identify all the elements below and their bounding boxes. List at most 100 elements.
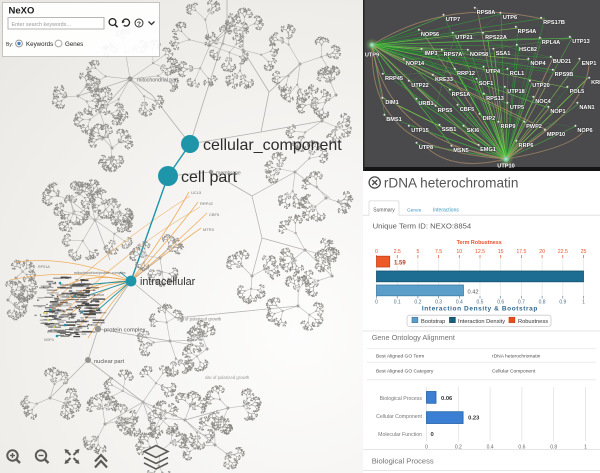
svg-text:RRP45: RRP45: [385, 76, 403, 82]
svg-text:UTP8: UTP8: [419, 145, 433, 151]
svg-text:Molecular Function: Molecular Function: [378, 432, 422, 438]
svg-text:UTP5: UTP5: [510, 105, 524, 111]
svg-text:KRE33: KRE33: [435, 77, 453, 83]
svg-text:0: 0: [375, 300, 378, 306]
svg-text:1.59: 1.59: [394, 261, 406, 267]
svg-text:ribosomal subunit: ribosomal subunit: [60, 283, 91, 287]
svg-text:EMG1: EMG1: [480, 147, 496, 153]
svg-text:RPS7A: RPS7A: [444, 52, 463, 58]
svg-text:UTP22: UTP22: [411, 83, 428, 89]
svg-text:RCL1: RCL1: [510, 71, 525, 77]
svg-text:NOC4: NOC4: [535, 99, 551, 105]
svg-text:site of polarized growth: site of polarized growth: [177, 317, 222, 322]
svg-text:0.4: 0.4: [456, 300, 463, 306]
svg-text:Genes: Genes: [407, 208, 422, 214]
svg-text:2.5: 2.5: [394, 249, 401, 255]
svg-text:SOF1: SOF1: [479, 81, 494, 87]
svg-text:0.06: 0.06: [441, 396, 453, 402]
svg-text:Enter search keywords...: Enter search keywords...: [12, 22, 71, 28]
svg-text:URB1: URB1: [418, 101, 433, 107]
svg-text:10: 10: [456, 249, 462, 255]
svg-text:0.8: 0.8: [550, 445, 557, 451]
svg-text:By:: By:: [6, 42, 13, 48]
svg-text:RRP6: RRP6: [519, 143, 534, 149]
svg-text:0.2: 0.2: [414, 300, 421, 306]
svg-text:UTP21: UTP21: [455, 35, 472, 41]
svg-text:membrane: membrane: [216, 171, 241, 177]
svg-text:Interaction Density & Bootstra: Interaction Density & Bootstrap: [422, 305, 538, 312]
svg-text:BUD21: BUD21: [553, 59, 571, 65]
svg-text:RRP12: RRP12: [457, 71, 475, 77]
svg-text:Interactions: Interactions: [433, 208, 459, 214]
svg-text:UCL5: UCL5: [191, 190, 202, 195]
svg-text:17.5: 17.5: [516, 249, 526, 255]
svg-text:UTP9: UTP9: [365, 53, 379, 59]
svg-text:Best Aligned GO Term: Best Aligned GO Term: [376, 353, 424, 359]
svg-text:NeXO: NeXO: [9, 6, 35, 17]
svg-text:SKI6: SKI6: [467, 128, 479, 134]
svg-text:7.5: 7.5: [435, 249, 442, 255]
svg-text:1: 1: [584, 445, 587, 451]
svg-text:HSC82: HSC82: [519, 47, 537, 53]
svg-text:?: ?: [137, 21, 141, 28]
svg-text:PWP2: PWP2: [526, 124, 542, 130]
svg-text:ENP1: ENP1: [582, 61, 597, 67]
svg-text:POL5: POL5: [570, 89, 585, 95]
svg-text:RRP9: RRP9: [501, 124, 516, 130]
svg-text:Keywords: Keywords: [26, 41, 53, 48]
svg-text:Gene Ontology Alignment: Gene Ontology Alignment: [372, 333, 455, 342]
svg-text:RPS17B: RPS17B: [543, 20, 565, 26]
svg-text:Biological Process: Biological Process: [380, 396, 423, 402]
svg-text:MSN5: MSN5: [453, 148, 469, 154]
svg-text:0.7: 0.7: [518, 300, 525, 306]
svg-text:CBF5: CBF5: [460, 107, 475, 113]
svg-text:Unique Term ID: NEXO:8854: Unique Term ID: NEXO:8854: [373, 221, 472, 230]
svg-text:DIM1: DIM1: [385, 100, 398, 106]
svg-text:intracellular: intracellular: [140, 276, 196, 288]
svg-text:rDNA heterochromatin: rDNA heterochromatin: [384, 175, 518, 190]
svg-text:CBF5: CBF5: [209, 212, 220, 217]
svg-text:UTP6: UTP6: [503, 15, 517, 21]
svg-text:SSA1: SSA1: [496, 51, 511, 57]
svg-text:cell part: cell part: [181, 169, 238, 186]
svg-text:RPS13: RPS13: [486, 96, 504, 102]
svg-text:Term Robustness: Term Robustness: [457, 240, 502, 246]
svg-text:NOP58: NOP58: [470, 52, 488, 58]
svg-text:0: 0: [425, 445, 428, 451]
svg-text:UTP10: UTP10: [497, 164, 514, 170]
svg-text:NAN1: NAN1: [579, 105, 594, 111]
svg-text:0.6: 0.6: [497, 300, 504, 306]
svg-text:BMS1: BMS1: [386, 117, 402, 123]
svg-text:UTP15: UTP15: [411, 128, 428, 134]
svg-text:0.3: 0.3: [435, 300, 442, 306]
svg-text:NOP6: NOP6: [577, 128, 592, 134]
svg-text:20: 20: [539, 249, 545, 255]
svg-text:site of polarized growth: site of polarized growth: [205, 375, 250, 380]
svg-text:25: 25: [581, 249, 587, 255]
svg-text:NOP4: NOP4: [44, 338, 54, 342]
svg-text:MTR3: MTR3: [203, 227, 215, 232]
svg-text:0.4: 0.4: [487, 445, 494, 451]
svg-text:RPS1A: RPS1A: [452, 92, 471, 98]
svg-text:RPS1A: RPS1A: [38, 265, 50, 269]
svg-text:nuclear part: nuclear part: [94, 359, 124, 365]
svg-text:22.5: 22.5: [558, 249, 568, 255]
svg-text:0.1: 0.1: [394, 300, 401, 306]
svg-text:protein complex: protein complex: [104, 328, 146, 334]
svg-text:UTP20: UTP20: [532, 83, 549, 89]
svg-text:0.6: 0.6: [518, 445, 525, 451]
svg-text:preribosome precursor: preribosome precursor: [66, 293, 105, 297]
svg-text:UTP13: UTP13: [572, 39, 589, 45]
svg-text:Interaction Density: Interaction Density: [458, 319, 505, 325]
svg-text:Robustness: Robustness: [518, 319, 548, 325]
svg-text:RPS4A: RPS4A: [518, 29, 537, 35]
svg-text:KRE: KRE: [591, 80, 600, 86]
svg-text:UTP7: UTP7: [446, 17, 460, 23]
svg-text:1: 1: [582, 300, 585, 306]
svg-text:Best Aligned GO Category: Best Aligned GO Category: [376, 369, 434, 375]
svg-text:NOP4: NOP4: [530, 61, 546, 67]
svg-text:mitochondrial part: mitochondrial part: [137, 78, 179, 84]
svg-text:0.8: 0.8: [539, 300, 546, 306]
svg-text:UTP4: UTP4: [486, 69, 501, 75]
svg-text:mitochondrion/protein complex: mitochondrion/protein complex: [74, 271, 126, 275]
